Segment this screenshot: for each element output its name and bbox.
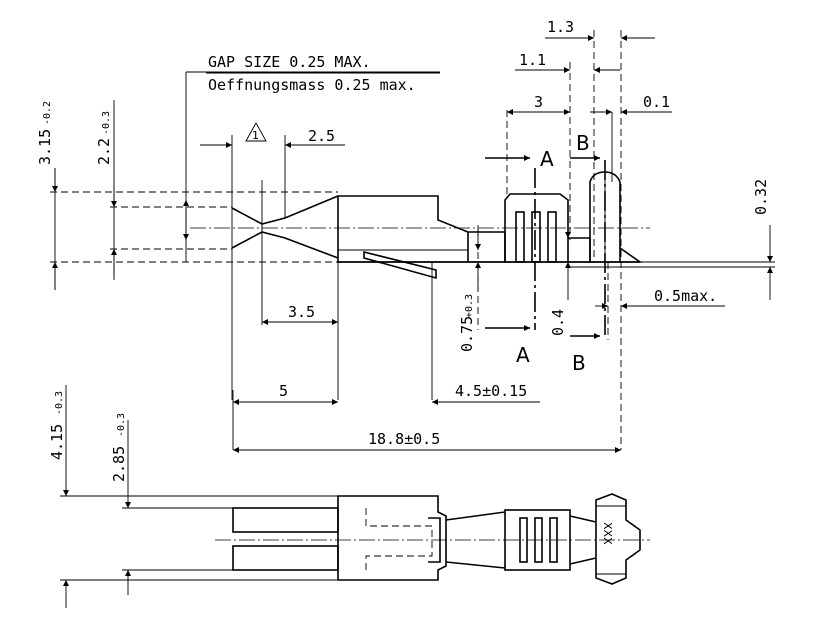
transition-strip (468, 231, 506, 263)
svg-text:-0.3: -0.3 (116, 413, 127, 437)
crimp-neck (568, 237, 591, 263)
svg-text:0.1: 0.1 (643, 93, 670, 111)
svg-text:2.85: 2.85 (110, 446, 128, 482)
dim-4-5: 4.5±0.15 (432, 382, 540, 405)
crimp-slot-1 (515, 211, 525, 263)
top-extensions (60, 495, 338, 581)
svg-text:0.75: 0.75 (458, 316, 476, 352)
crimp-slot-2 (531, 211, 541, 263)
locking-lance (363, 250, 437, 280)
dim-3-15: 3.15 -0.2 (36, 101, 58, 290)
top-crimp-bar-1 (519, 517, 528, 563)
tail-strip (619, 247, 643, 263)
top-crimp-bar-2 (534, 517, 543, 563)
contact-box (337, 195, 469, 263)
gap-size-note: GAP SIZE 0.25 MAX. (208, 53, 371, 71)
gap-size-note-de: Oeffnungsmass 0.25 max. (208, 76, 416, 94)
top-box (337, 495, 447, 581)
svg-text:0.4: 0.4 (549, 309, 567, 336)
top-view: XXX (215, 493, 650, 585)
svg-text:-0.2: -0.2 (42, 101, 53, 125)
spring-arm-upper (231, 195, 339, 225)
spring-arm-lower (231, 231, 339, 259)
svg-text:18.8±0.5: 18.8±0.5 (368, 430, 440, 448)
svg-text:+0.3: +0.3 (464, 294, 475, 318)
dim-18-8: 18.8±0.5 (233, 430, 621, 453)
top-neck-2 (569, 515, 597, 565)
dim-3: 3 (507, 93, 570, 115)
dim-0-75: 0.75 +0.3 (458, 225, 481, 352)
top-wire-crimp (504, 509, 571, 571)
svg-text:1.3: 1.3 (547, 18, 574, 36)
section-b-top: B (576, 131, 590, 155)
svg-text:0.32: 0.32 (752, 179, 770, 215)
dim-0-4: 0.4 (549, 225, 571, 336)
dim-5: 5 (233, 382, 338, 405)
svg-text:-0.3: -0.3 (54, 391, 65, 415)
top-box-window (428, 517, 441, 563)
svg-text:4.15: 4.15 (48, 424, 66, 460)
svg-text:3: 3 (534, 93, 543, 111)
dim-2-2: 2.2 -0.3 (95, 100, 117, 280)
dim-1-1: 1.1 (515, 51, 620, 73)
svg-text:-0.3: -0.3 (101, 111, 112, 135)
section-a-top: A (540, 147, 554, 171)
svg-text:4.5±0.15: 4.5±0.15 (455, 382, 527, 400)
dim-2-85: 2.85 -0.3 (110, 413, 131, 595)
side-view (190, 171, 775, 280)
svg-text:1: 1 (252, 129, 259, 142)
warning-triangle-icon: 1 (245, 122, 267, 142)
top-box-hidden (365, 508, 433, 572)
svg-text:3.15: 3.15 (36, 129, 54, 165)
svg-text:2.2: 2.2 (95, 138, 113, 165)
dim-2-5: 2.5 (200, 127, 345, 148)
dim-1-3: 1.3 (545, 18, 655, 41)
section-b-bottom: B (572, 351, 586, 375)
top-insulation-crimp (595, 493, 641, 585)
svg-text:0.5max.: 0.5max. (654, 287, 717, 305)
dim-0-32: 0.32 (752, 179, 773, 300)
svg-text:2.5: 2.5 (308, 127, 335, 145)
section-a: A A (485, 147, 554, 367)
top-neck (445, 511, 506, 569)
svg-text:3.5: 3.5 (288, 303, 315, 321)
section-b: B B (570, 131, 606, 375)
blade-upper (232, 507, 339, 533)
dim-0-5max: 0.5max. (595, 287, 725, 309)
section-a-bottom: A (516, 343, 530, 367)
svg-text:5: 5 (279, 382, 288, 400)
top-crimp-bar-3 (549, 517, 558, 563)
dim-3-5: 3.5 (262, 303, 338, 325)
dim-0-1: 0.1 (590, 93, 672, 182)
marking-text: XXX (601, 522, 614, 545)
svg-text:1.1: 1.1 (519, 51, 546, 69)
dim-4-15: 4.15 -0.3 (48, 385, 69, 608)
blade-lower (232, 545, 339, 571)
crimp-slot-3 (547, 211, 557, 263)
